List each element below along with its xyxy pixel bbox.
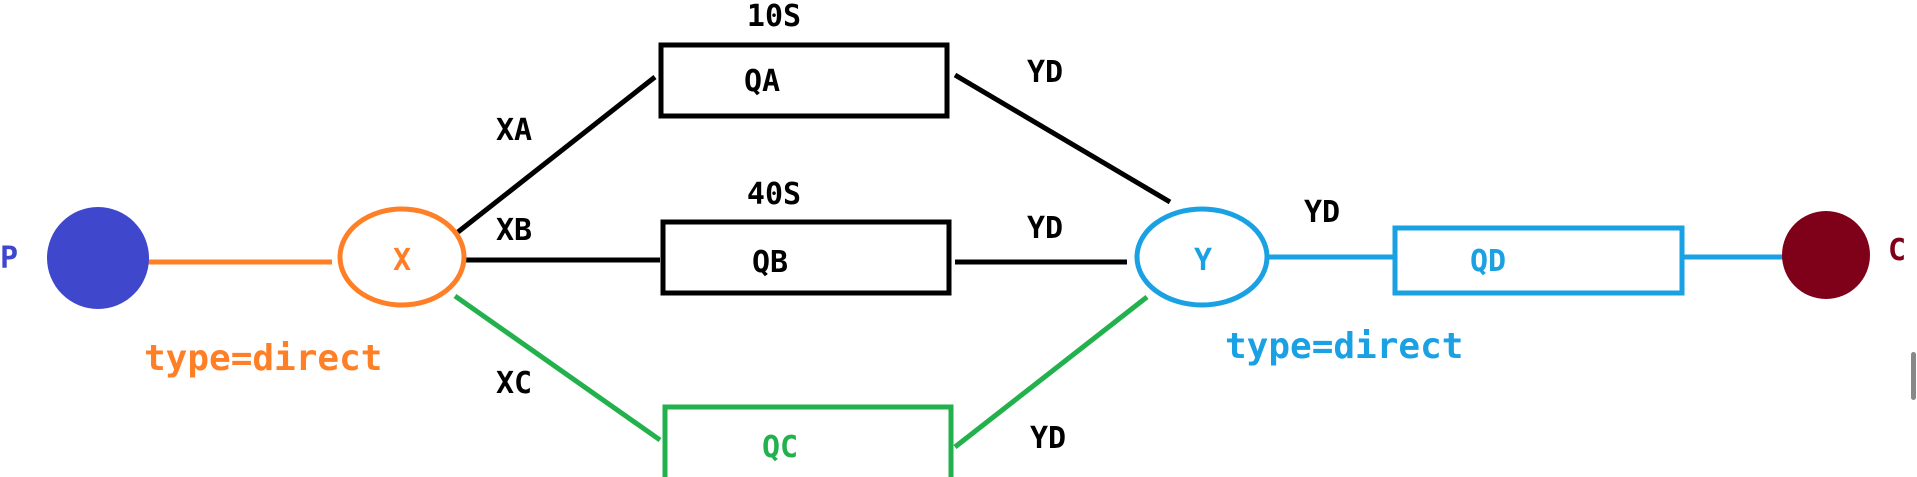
edge-qc-y bbox=[953, 295, 1149, 449]
edge-x-qa bbox=[456, 75, 657, 234]
consumer-node bbox=[1782, 211, 1870, 299]
exchange-y-label: Y bbox=[1194, 243, 1212, 278]
edge-label-yd-qc: YD bbox=[1030, 421, 1066, 456]
edge-label-yd-qb: YD bbox=[1027, 211, 1063, 246]
edge-x-qc bbox=[453, 293, 662, 443]
exchange-x-type: type=direct bbox=[144, 338, 382, 379]
producer-label: P bbox=[0, 241, 18, 276]
edge-qa-y bbox=[953, 72, 1172, 205]
exchange-x-node bbox=[337, 206, 467, 308]
edge-label-xa: XA bbox=[496, 113, 532, 148]
queue-qa-ttl: 10S bbox=[747, 0, 801, 34]
queue-qb-label: QB bbox=[752, 245, 788, 280]
exchange-y-node bbox=[1134, 206, 1270, 308]
producer-node bbox=[47, 207, 149, 309]
consumer-label: C bbox=[1888, 233, 1906, 268]
edge-label-xc: XC bbox=[496, 366, 532, 401]
queue-qa bbox=[658, 42, 950, 119]
queue-qc bbox=[662, 404, 954, 477]
queue-qb-ttl: 40S bbox=[747, 177, 801, 212]
queue-qb bbox=[660, 219, 952, 296]
exchange-x-label: X bbox=[393, 243, 411, 278]
edge-label-yd-qd: YD bbox=[1304, 195, 1340, 230]
queue-qd-label: QD bbox=[1470, 244, 1506, 279]
exchange-y-type: type=direct bbox=[1225, 326, 1463, 367]
edge-label-xb: XB bbox=[496, 213, 532, 248]
queue-qd bbox=[1392, 225, 1685, 296]
vertical-scrollbar[interactable] bbox=[1909, 0, 1917, 477]
edge-label-yd-qa: YD bbox=[1027, 55, 1063, 90]
scrollbar-thumb[interactable] bbox=[1911, 352, 1916, 400]
queue-qc-label: QC bbox=[762, 430, 798, 465]
queue-qa-label: QA bbox=[744, 64, 780, 99]
